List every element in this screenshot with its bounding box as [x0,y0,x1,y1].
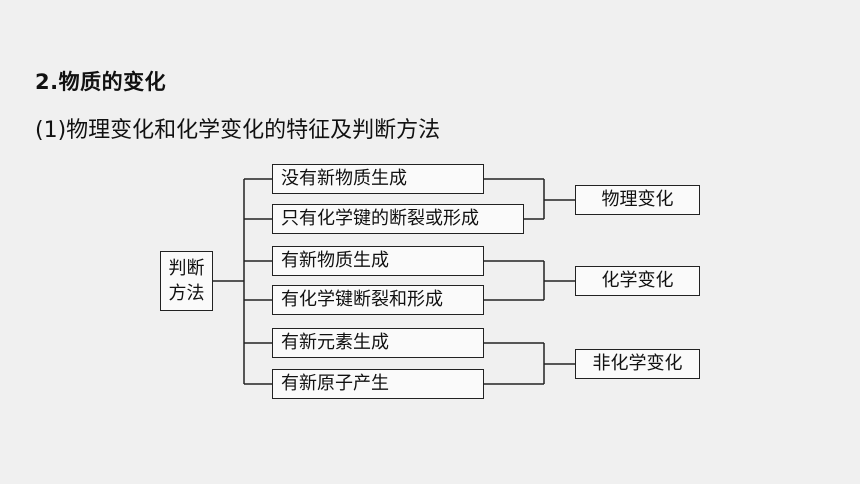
section-heading: 2.物质的变化 [35,70,167,94]
root-node-judgment-method: 判断 方法 [160,251,213,311]
criterion-new-substance: 有新物质生成 [272,246,484,276]
criterion-only-bond-break-or-form: 只有化学键的断裂或形成 [272,204,524,234]
section-subheading: (1)物理变化和化学变化的特征及判断方法 [35,118,441,143]
result-non-chemical-change: 非化学变化 [575,349,700,379]
criterion-new-atom: 有新原子产生 [272,369,484,399]
root-label-line2: 方法 [168,283,205,304]
root-label-line1: 判断 [168,258,205,279]
criterion-no-new-substance: 没有新物质生成 [272,164,484,194]
criterion-bond-break-and-form: 有化学键断裂和形成 [272,285,484,315]
result-chemical-change: 化学变化 [575,266,700,296]
result-physical-change: 物理变化 [575,185,700,215]
criterion-new-element: 有新元素生成 [272,328,484,358]
